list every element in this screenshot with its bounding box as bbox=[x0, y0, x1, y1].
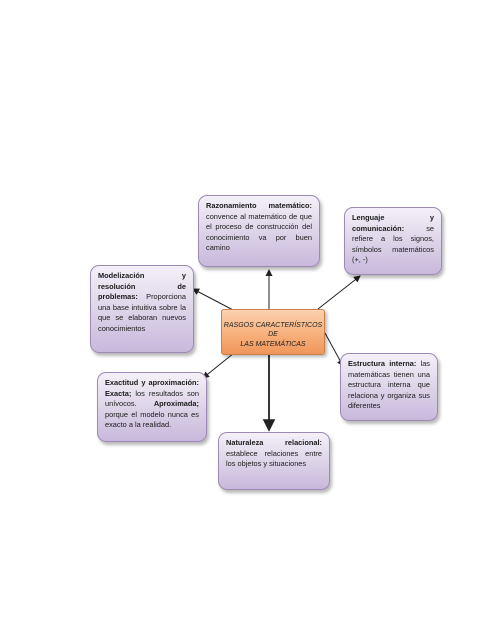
node-modelizacion-title: Modelización y resolución de problemas: bbox=[98, 271, 186, 302]
node-lenguaje: Lenguaje y comunicación: se refiere a lo… bbox=[344, 207, 442, 275]
node-razonamiento: Razonamiento matemático: convence al mat… bbox=[198, 195, 320, 267]
arrow-to-lenguaje bbox=[317, 275, 361, 310]
node-exactitud-exacta-body: los resultados son unívocos. bbox=[105, 388, 199, 409]
node-razonamiento-title: Razonamiento matemático: bbox=[206, 201, 312, 210]
node-modelizacion-body: Proporciona una base intuitiva sobre la … bbox=[98, 292, 186, 333]
node-exactitud-aproximada-label: Aproximada; bbox=[153, 399, 199, 409]
node-razonamiento-body: convence al matemático de que el proceso… bbox=[206, 211, 312, 253]
node-exactitud-title: Exactitud y aproximación: bbox=[105, 378, 199, 387]
node-modelizacion: Modelización y resolución de problemas: … bbox=[90, 265, 194, 353]
node-estructura-title: Estructura interna: bbox=[348, 359, 417, 368]
node-exactitud-aproximada-body: porque el modelo nunca es exacto a la re… bbox=[105, 409, 199, 430]
node-exactitud: Exactitud y aproximación: Exacta; los re… bbox=[97, 372, 207, 442]
arrow-to-modelizacion bbox=[192, 288, 236, 312]
arrow-to-exactitud bbox=[202, 352, 235, 379]
central-concept-line1: RASGOS CARACTERÍSTICOS DE bbox=[223, 322, 323, 339]
central-concept: RASGOS CARACTERÍSTICOS DE LAS MATEMÁTICA… bbox=[221, 309, 325, 355]
node-naturaleza-title: Naturaleza relacional: bbox=[226, 438, 322, 447]
node-naturaleza-body: establece relaciones entre los objetos y… bbox=[226, 448, 322, 469]
node-estructura-body: las matemáticas tienen una estructura in… bbox=[348, 359, 430, 411]
node-naturaleza: Naturaleza relacional: establece relacio… bbox=[218, 432, 330, 490]
node-estructura: Estructura interna: las matemáticas tien… bbox=[340, 353, 438, 421]
central-concept-line2: LAS MATEMÁTICAS bbox=[240, 340, 306, 348]
node-lenguaje-body: se refiere a los signos, símbolos matemá… bbox=[352, 223, 434, 265]
node-exactitud-exacta-label: Exacta; bbox=[105, 388, 132, 398]
node-lenguaje-title: Lenguaje y comunicación: bbox=[352, 213, 434, 233]
